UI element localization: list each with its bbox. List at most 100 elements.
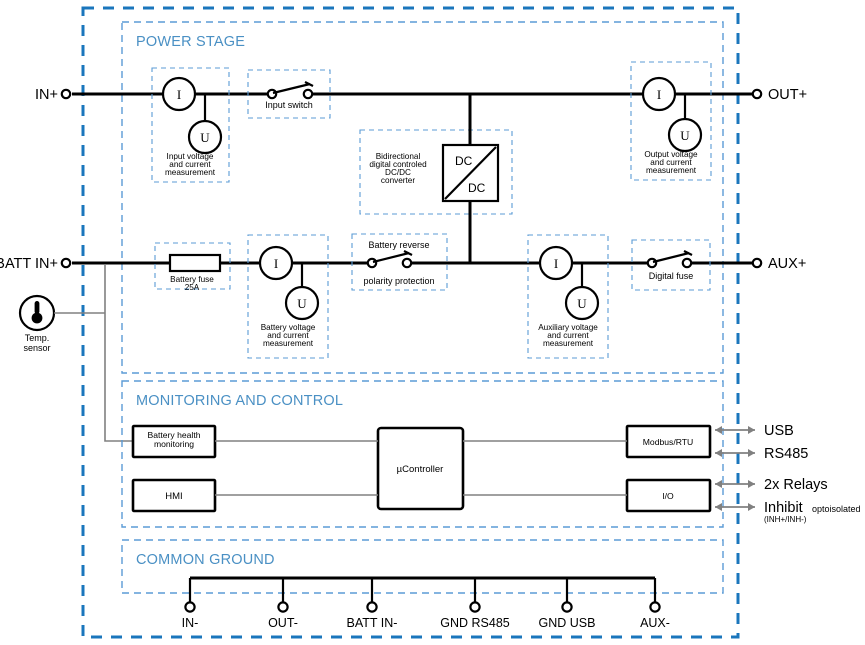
input-switch-node-right bbox=[302, 88, 314, 100]
group-battery-fuse bbox=[154, 242, 231, 290]
terminal-aux-plus-label: AUX+ bbox=[768, 256, 806, 272]
reverse-polarity-node-right bbox=[401, 257, 413, 269]
terminal-out-plus-label: OUT+ bbox=[768, 87, 807, 103]
input-voltage-symbol: U bbox=[200, 130, 210, 145]
battery-measurement-caption-2: and current bbox=[267, 331, 309, 340]
ground-label-batt-in-minus: BATT IN- bbox=[347, 616, 398, 630]
digital-fuse-node-right bbox=[681, 257, 693, 269]
output-current-symbol: I bbox=[657, 87, 661, 102]
dcdc-symbol-top: DC bbox=[455, 154, 473, 168]
terminal-out-plus-node[interactable] bbox=[751, 88, 763, 100]
battery-health-monitoring-label-1: Battery health bbox=[147, 430, 200, 440]
wire-batt-tap-to-bhm bbox=[104, 265, 133, 442]
block-microcontroller[interactable] bbox=[376, 426, 465, 511]
section-title-power-stage: POWER STAGE bbox=[136, 34, 245, 50]
interface-arrow-relays bbox=[715, 480, 755, 488]
input-measurement-caption-1: Input voltage bbox=[167, 152, 214, 161]
terminal-aux-plus-node[interactable] bbox=[751, 257, 763, 269]
interface-arrow-rs485 bbox=[715, 449, 755, 457]
aux-measurement-caption-1: Auxiliary voltage bbox=[538, 323, 598, 332]
terminal-batt-in-plus-label: BATT IN+ bbox=[0, 256, 58, 272]
ground-terminal-in-minus[interactable]: IN- bbox=[182, 578, 199, 630]
aux-voltage-meter bbox=[564, 285, 600, 321]
reverse-polarity-caption-1: Battery reverse bbox=[368, 240, 429, 250]
input-measurement-caption-2: and current bbox=[169, 160, 211, 169]
dcdc-symbol-bottom: DC bbox=[468, 181, 486, 195]
aux-current-symbol: I bbox=[554, 256, 558, 271]
interface-note-inhibit: (INH+/INH-) bbox=[764, 515, 807, 524]
battery-fuse-caption-2: 25A bbox=[185, 283, 200, 292]
temp-sensor-stem bbox=[34, 301, 40, 314]
interface-label-relays: 2x Relays bbox=[764, 477, 828, 493]
ground-label-gnd-usb: GND USB bbox=[539, 616, 596, 630]
digital-fuse-node-left bbox=[646, 257, 658, 269]
interface-arrow-usb bbox=[715, 426, 755, 434]
group-dcdc-converter bbox=[359, 129, 513, 215]
battery-voltage-symbol: U bbox=[297, 296, 307, 311]
group-reverse-polarity bbox=[351, 233, 448, 291]
modbus-rtu-label: Modbus/RTU bbox=[643, 437, 693, 447]
battery-measurement-caption-3: measurement bbox=[263, 339, 314, 348]
section-common-ground bbox=[121, 539, 724, 594]
section-title-common-ground: COMMON GROUND bbox=[136, 552, 275, 568]
group-aux-measurement bbox=[527, 234, 609, 359]
ground-terminal-gnd-rs485[interactable]: GND RS485 bbox=[440, 578, 510, 630]
digital-fuse-tick bbox=[683, 250, 693, 256]
interface-label-rs485: RS485 bbox=[764, 446, 808, 462]
digital-fuse-blade bbox=[652, 251, 690, 264]
input-current-symbol: I bbox=[177, 87, 181, 102]
ground-terminal-batt-in-minus[interactable]: BATT IN- bbox=[347, 578, 398, 630]
dcdc-caption-2: digital controled bbox=[369, 160, 427, 169]
terminal-in-plus-node[interactable] bbox=[60, 88, 72, 100]
input-switch-node-left bbox=[266, 88, 278, 100]
ground-terminal-out-minus[interactable]: OUT- bbox=[268, 578, 298, 630]
aux-voltage-symbol: U bbox=[577, 296, 587, 311]
digital-fuse-caption: Digital fuse bbox=[649, 271, 694, 281]
battery-fuse-caption-1: Battery fuse bbox=[170, 275, 214, 284]
temp-sensor-label-1: Temp. bbox=[25, 333, 50, 343]
aux-measurement-caption-3: measurement bbox=[543, 339, 594, 348]
output-voltage-meter bbox=[667, 117, 703, 153]
output-measurement-caption-1: Output voltage bbox=[644, 150, 698, 159]
aux-measurement-caption-2: and current bbox=[547, 331, 589, 340]
battery-current-meter bbox=[258, 245, 294, 281]
reverse-polarity-node-left bbox=[366, 257, 378, 269]
aux-current-meter bbox=[538, 245, 574, 281]
hmi-label: HMI bbox=[165, 491, 182, 502]
section-power-stage bbox=[121, 21, 724, 374]
output-voltage-symbol: U bbox=[680, 128, 690, 143]
group-input-measurement bbox=[151, 67, 230, 183]
input-switch-tick bbox=[304, 81, 314, 87]
input-voltage-meter bbox=[187, 119, 223, 155]
terminal-batt-in-plus-node[interactable] bbox=[60, 257, 72, 269]
section-monitoring-control bbox=[121, 380, 724, 528]
ground-label-in-minus: IN- bbox=[182, 616, 199, 630]
dcdc-diagonal bbox=[444, 146, 497, 200]
reverse-polarity-caption-2: polarity protection bbox=[363, 276, 434, 286]
group-digital-fuse bbox=[631, 239, 711, 291]
reverse-polarity-tick bbox=[403, 250, 413, 256]
io-label: I/O bbox=[662, 491, 674, 501]
ground-terminal-gnd-usb[interactable]: GND USB bbox=[539, 578, 596, 630]
microcontroller-label: µController bbox=[397, 464, 444, 475]
device-boundary bbox=[81, 6, 740, 639]
group-input-switch bbox=[247, 69, 331, 119]
dcdc-caption-3: DC/DC bbox=[385, 168, 411, 177]
battery-measurement-caption-1: Battery voltage bbox=[261, 323, 316, 332]
dcdc-caption-1: Bidirectional bbox=[376, 152, 421, 161]
dcdc-caption-4: converter bbox=[381, 176, 415, 185]
battery-health-monitoring-label-2: monitoring bbox=[154, 439, 194, 449]
reverse-polarity-blade bbox=[372, 251, 410, 264]
output-current-meter bbox=[641, 76, 677, 112]
input-measurement-caption-3: measurement bbox=[165, 168, 216, 177]
interface-label-usb: USB bbox=[764, 423, 794, 439]
group-output-measurement bbox=[630, 61, 712, 181]
battery-current-symbol: I bbox=[274, 256, 278, 271]
input-switch-caption: Input switch bbox=[265, 100, 313, 110]
temp-sensor-bulb bbox=[31, 312, 43, 324]
output-measurement-caption-3: measurement bbox=[646, 166, 697, 175]
temp-sensor-label-2: sensor bbox=[23, 343, 50, 353]
battery-fuse-symbol bbox=[168, 253, 222, 273]
ground-terminal-aux-minus[interactable]: AUX- bbox=[640, 578, 670, 630]
